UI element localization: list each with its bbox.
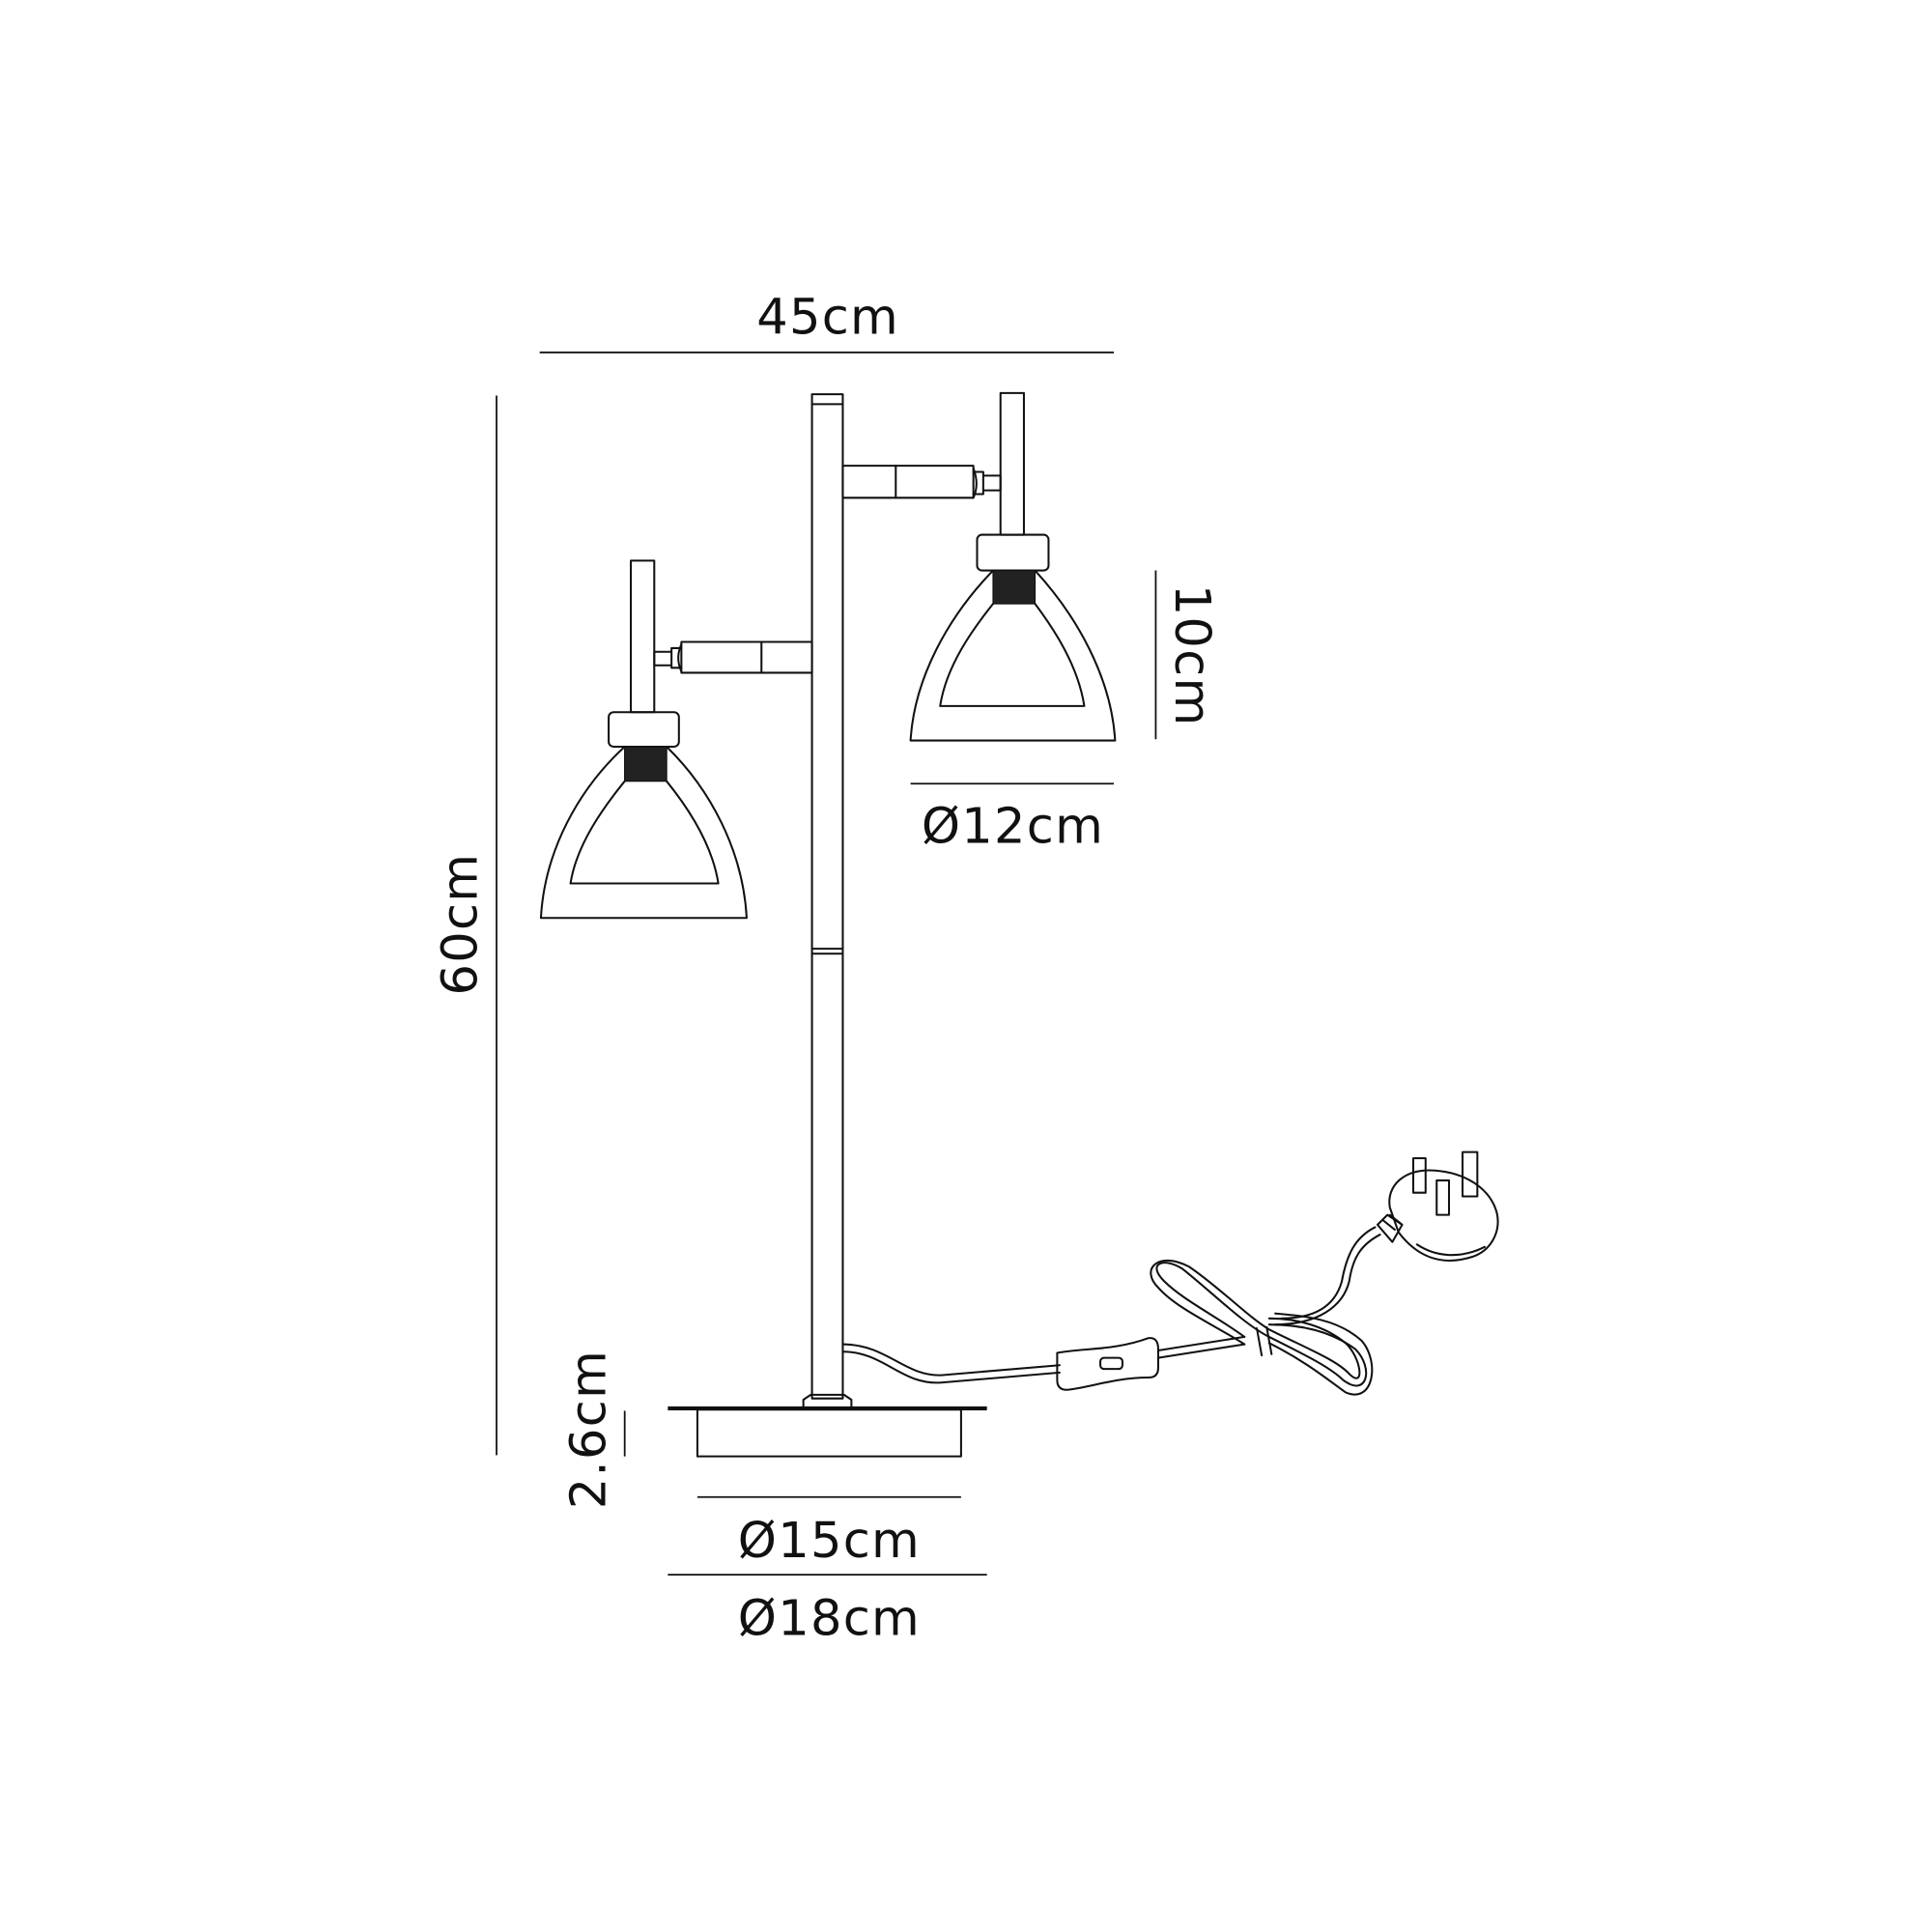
base-height-dimension: 2.6cm bbox=[560, 1350, 626, 1509]
shade-height-label: 10cm bbox=[1163, 584, 1220, 727]
shade-diameter-dimension: Ø12cm bbox=[910, 782, 1115, 855]
base-outer-diameter-dimension: Ø18cm bbox=[668, 1574, 987, 1648]
shade-height-dimension: 10cm bbox=[1154, 570, 1220, 740]
lamp-base bbox=[668, 1393, 987, 1458]
left-spotlight bbox=[539, 559, 813, 920]
lamp-pole bbox=[810, 393, 844, 1400]
base-outer-diameter-label: Ø18cm bbox=[738, 1591, 921, 1648]
base-inner-diameter-dimension: Ø15cm bbox=[696, 1495, 961, 1570]
height-dimension: 60cm bbox=[433, 395, 497, 1456]
width-dimension: 45cm bbox=[539, 290, 1115, 354]
cord-coil bbox=[1150, 1259, 1374, 1396]
right-spotlight bbox=[841, 391, 1117, 742]
shade-diameter-label: Ø12cm bbox=[922, 798, 1104, 855]
inline-switch bbox=[1056, 1337, 1159, 1391]
base-height-label: 2.6cm bbox=[560, 1350, 617, 1509]
width-label: 45cm bbox=[756, 290, 899, 347]
height-label: 60cm bbox=[433, 853, 490, 996]
uk-plug bbox=[1377, 1151, 1499, 1262]
base-inner-diameter-label: Ø15cm bbox=[738, 1513, 921, 1570]
power-cord bbox=[841, 1226, 1381, 1396]
